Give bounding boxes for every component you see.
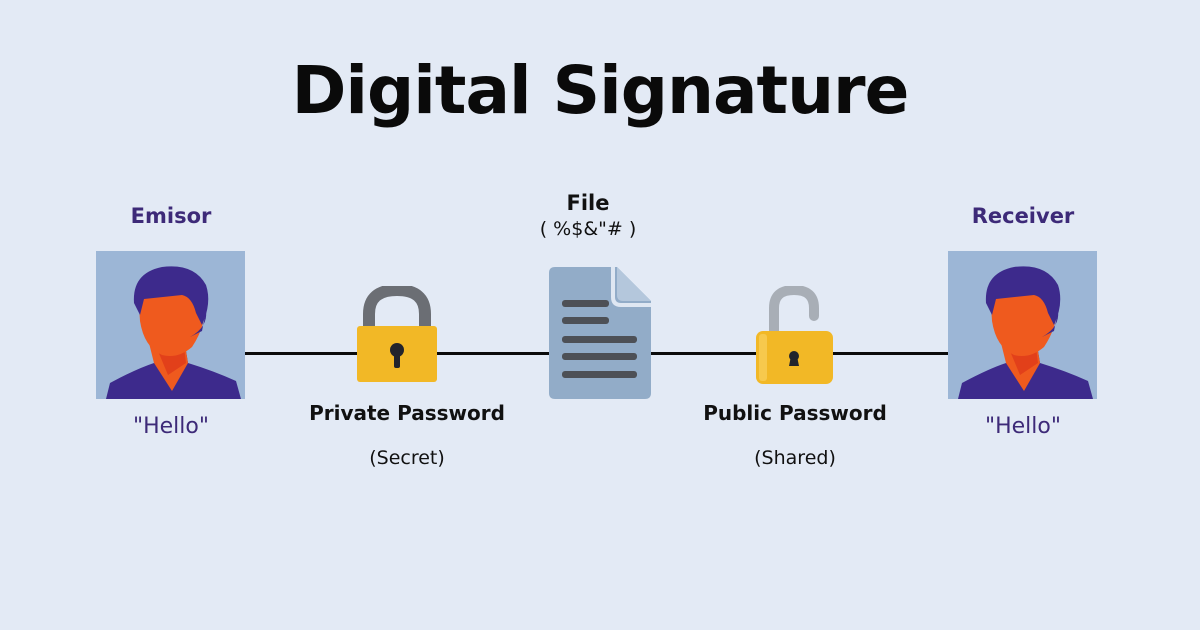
person-icon xyxy=(106,266,241,399)
emisor-avatar xyxy=(96,251,245,399)
person-icon xyxy=(958,266,1093,399)
document-icon xyxy=(549,267,651,403)
receiver-label: Receiver xyxy=(971,204,1075,228)
lock-open-icon xyxy=(754,284,836,390)
file-content: ( %$&"# ) xyxy=(539,218,637,240)
public-password-sub: (Shared) xyxy=(754,447,836,469)
receiver-message: "Hello" xyxy=(984,414,1061,439)
private-password-sub: (Secret) xyxy=(369,447,445,469)
private-password-label: Private Password xyxy=(309,401,505,425)
public-password-label: Public Password xyxy=(703,401,887,425)
file-label: File xyxy=(566,191,610,215)
emisor-message: "Hello" xyxy=(132,414,209,439)
lock-closed-icon xyxy=(355,283,439,388)
emisor-label: Emisor xyxy=(130,204,212,228)
page-title: Digital Signature xyxy=(291,52,910,129)
receiver-avatar xyxy=(948,251,1097,399)
